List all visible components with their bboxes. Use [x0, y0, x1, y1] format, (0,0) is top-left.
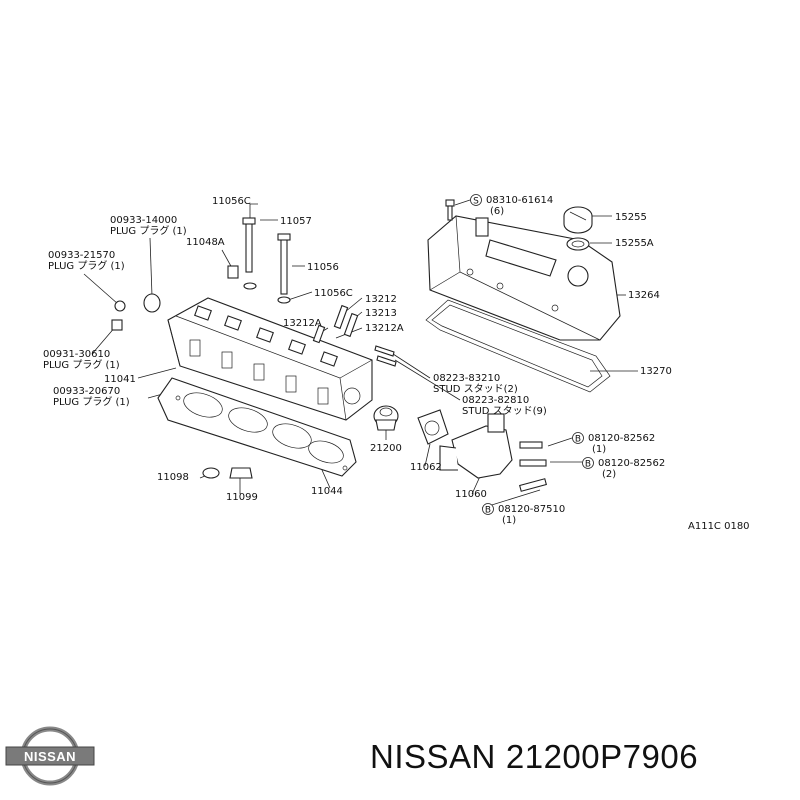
- part-label: 11056C: [314, 288, 353, 299]
- part-label: 11062: [410, 462, 442, 473]
- part-label: (1): [592, 444, 606, 455]
- marker-circle: [482, 503, 494, 515]
- part-label: 08223-83210: [433, 373, 500, 384]
- plugs: [111, 293, 161, 331]
- thermostat-gasket: [417, 409, 449, 445]
- part-label: 11048A: [186, 237, 225, 248]
- part-label: 11060: [455, 489, 487, 500]
- port-openings: [189, 339, 329, 405]
- part-label: 13212A: [365, 323, 404, 334]
- part-label: 15255: [615, 212, 647, 223]
- part-label: A111C 0180: [688, 521, 750, 532]
- marker-circle: [470, 194, 482, 206]
- part-label: 13264: [628, 290, 660, 301]
- part-label: 11056: [307, 262, 339, 273]
- part-label: 00933-14000: [110, 215, 177, 226]
- part-label: 21200: [370, 443, 402, 454]
- rocker-cover-gasket: [425, 299, 611, 393]
- rocker-cover: [427, 215, 621, 341]
- circled-marker: B: [572, 432, 584, 445]
- water-outlet: [439, 413, 548, 492]
- part-label: PLUG プラグ (1): [43, 358, 120, 371]
- circled-markers: S B B B: [470, 194, 594, 516]
- oil-filler-gasket: [566, 237, 590, 251]
- marker-letter: S: [473, 197, 479, 207]
- part-label: PLUG プラグ (1): [110, 224, 187, 237]
- circled-marker: S: [470, 194, 482, 207]
- marker-letter: B: [485, 506, 491, 516]
- part-label: 11098: [157, 472, 189, 483]
- nissan-logo: NISSAN: [5, 726, 95, 786]
- part-label: 08120-82562: [598, 458, 665, 469]
- part-label: (1): [502, 515, 516, 526]
- thermostat: [373, 405, 399, 431]
- part-label: 08223-82810: [462, 395, 529, 406]
- marker-letter: B: [585, 460, 591, 470]
- part-label: PLUG プラグ (1): [53, 395, 130, 408]
- part-label: 00933-20670: [53, 386, 120, 397]
- part-label: 08310-61614: [486, 195, 553, 206]
- part-label: 11041: [104, 374, 136, 385]
- part-label: (6): [490, 206, 504, 217]
- part-label: (2): [602, 469, 616, 480]
- studs: [374, 345, 397, 367]
- nissan-logo-text: NISSAN: [24, 749, 76, 764]
- head-bolts: [227, 217, 291, 304]
- part-label: 13213: [365, 308, 397, 319]
- part-label: STUD スタッド(9): [462, 405, 547, 417]
- part-label: 13212: [365, 294, 397, 305]
- brand-name: NISSAN: [370, 738, 496, 775]
- marker-circle: [572, 432, 584, 444]
- part-label: 00933-21570: [48, 250, 115, 261]
- head-gasket: [157, 377, 357, 477]
- oil-filler-cap: [563, 206, 593, 234]
- part-label: 11044: [311, 486, 343, 497]
- part-label: 11099: [226, 492, 258, 503]
- part-label: PLUG プラグ (1): [48, 259, 125, 272]
- part-label: 00931-30610: [43, 349, 110, 360]
- part-label: 15255A: [615, 238, 654, 249]
- part-label: 11057: [280, 216, 312, 227]
- nissan-logo-emblem: NISSAN: [5, 726, 95, 786]
- seal-parts: [202, 467, 253, 479]
- circled-marker: B: [482, 503, 494, 516]
- part-label: 11056C: [212, 196, 251, 207]
- cylinder-head: [167, 297, 373, 421]
- part-number: 21200P7906: [505, 738, 699, 775]
- cover-bolt: [445, 199, 455, 221]
- part-label: 08120-87510: [498, 504, 565, 515]
- rocker-pivots: [312, 304, 359, 344]
- part-label: STUD スタッド(2): [433, 383, 518, 395]
- cam-towers: [194, 305, 338, 367]
- part-label: 08120-82562: [588, 433, 655, 444]
- part-label: 13270: [640, 366, 672, 377]
- part-label: 13212A: [283, 318, 322, 329]
- circled-marker: B: [582, 457, 594, 470]
- marker-circle: [582, 457, 594, 469]
- marker-letter: B: [575, 435, 581, 445]
